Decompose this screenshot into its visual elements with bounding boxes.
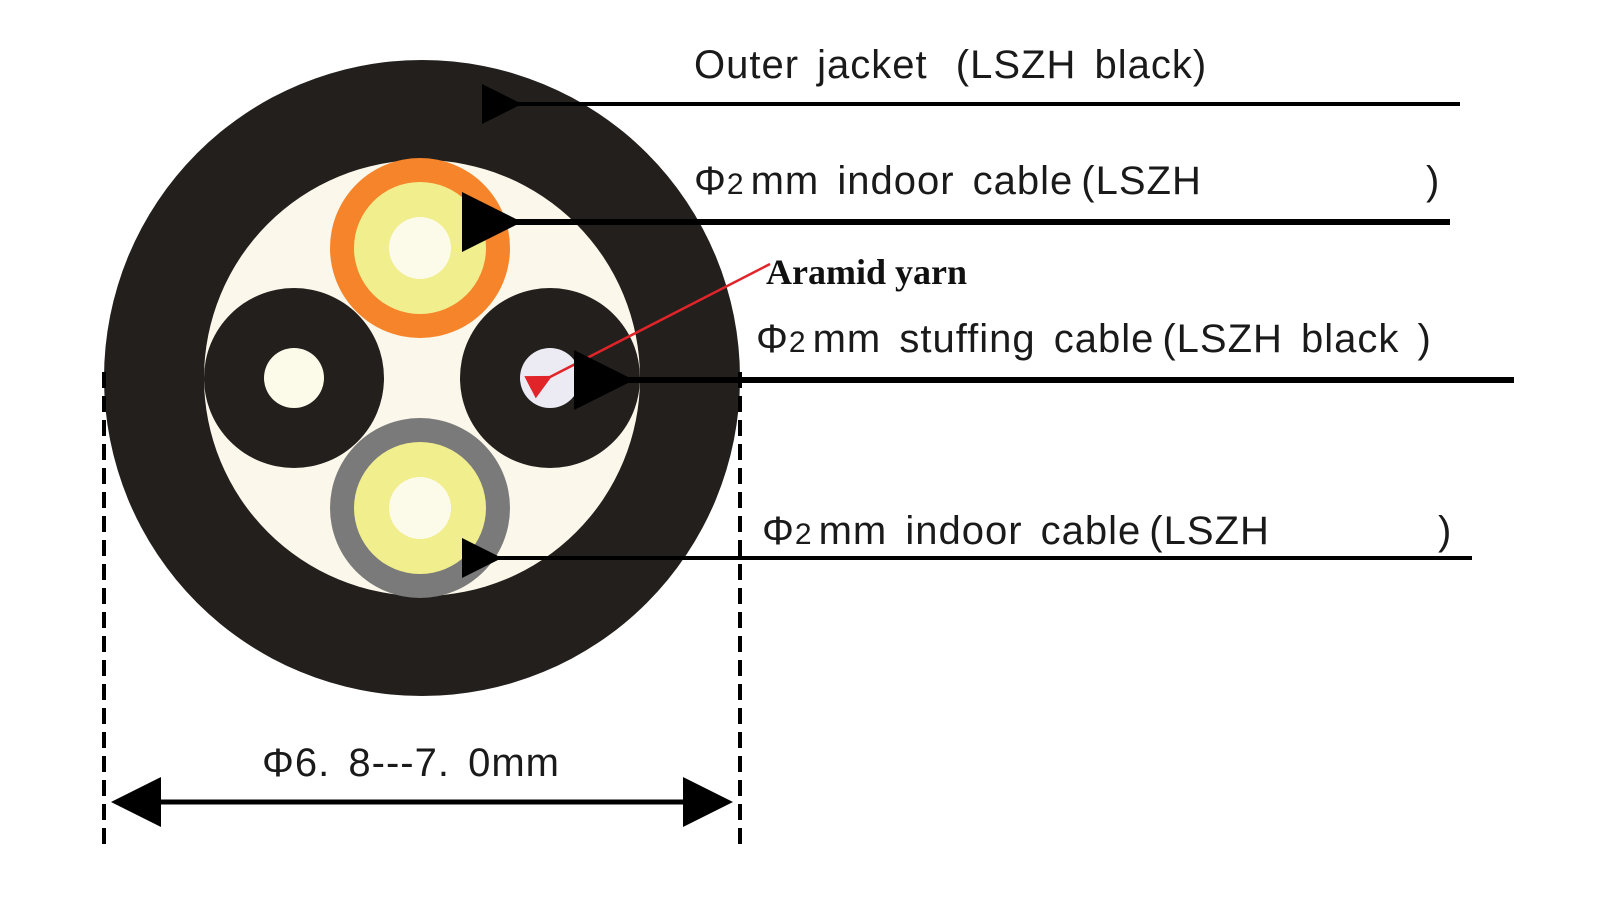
label-outer-jacket: Outer jacket (LSZH black) (694, 43, 1207, 87)
fiber-core (389, 217, 451, 279)
size-value: 2 (727, 168, 745, 201)
indoor-cable-text: mm indoor cable (819, 509, 1142, 553)
outer-jacket-text: Outer jacket (694, 43, 928, 87)
phi-symbol: Φ (756, 317, 789, 361)
stuffing-core (264, 348, 324, 408)
paren-open: (LSZH (1081, 159, 1202, 203)
stuffing-cable-left (204, 288, 384, 468)
outer-jacket-paren: (LSZH black) (956, 43, 1207, 87)
stuffing-cable-paren: (LSZH black ) (1162, 317, 1432, 361)
phi-symbol: Φ (762, 509, 795, 553)
stuffing-cable-text: mm stuffing cable (813, 317, 1155, 361)
label-indoor-cable-top-close: ) (1426, 159, 1440, 203)
inner-filler (204, 160, 640, 596)
phi-symbol: Φ (694, 159, 727, 203)
indoor-cable-text: mm indoor cable (751, 159, 1074, 203)
leader-lines (462, 84, 1514, 578)
size-value: 2 (795, 518, 813, 551)
aramid-yarn-core (520, 348, 580, 408)
paren-open: (LSZH (1149, 509, 1270, 553)
fiber-core (389, 477, 451, 539)
diameter-dimension (102, 372, 742, 850)
size-value: 2 (789, 326, 807, 359)
label-aramid-yarn: Aramid yarn (766, 252, 967, 292)
indoor-cable-bottom (330, 418, 510, 598)
label-indoor-cable-bottom-close: ) (1438, 509, 1452, 553)
indoor-cable-top (330, 158, 510, 338)
stuffing-cable-right (460, 288, 640, 468)
label-diameter: Φ6. 8---7. 0mm (262, 741, 560, 785)
